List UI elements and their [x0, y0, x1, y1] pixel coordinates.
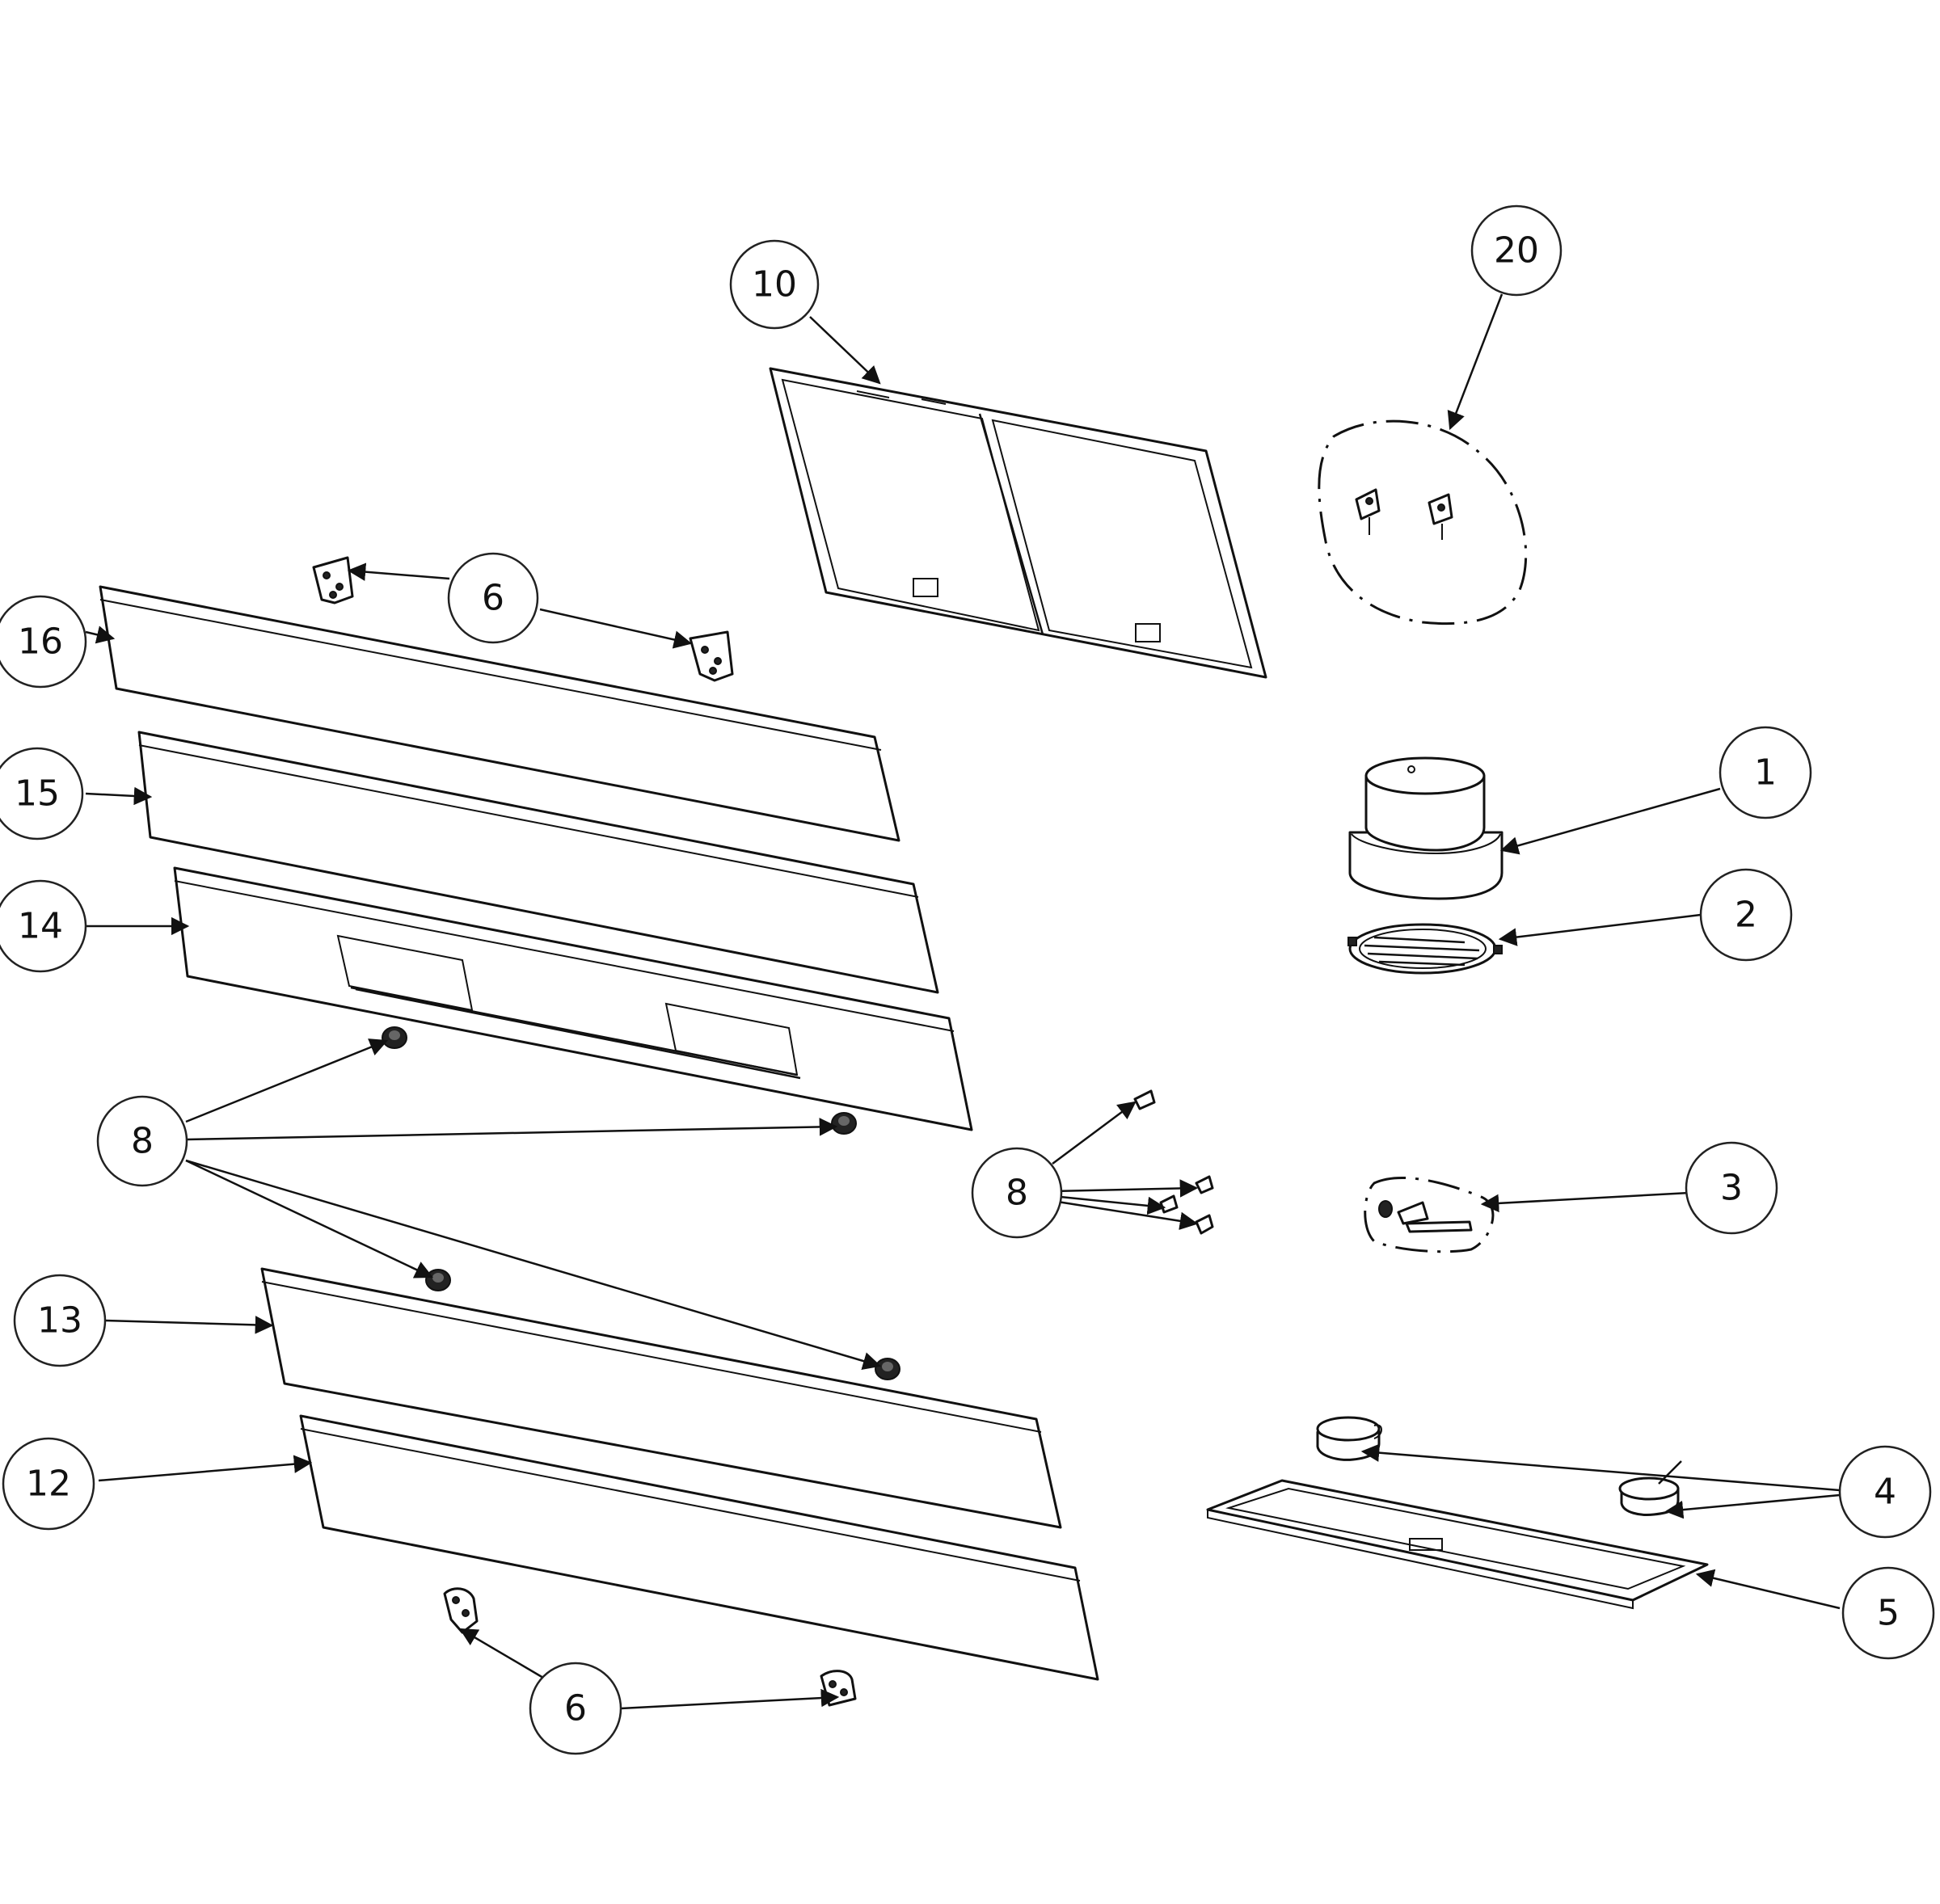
- part-5-light-cover: [1206, 1479, 1709, 1610]
- part-2-grille: [1347, 923, 1503, 975]
- callout-2: 2: [1699, 868, 1793, 962]
- callout-12-label: 12: [26, 1464, 71, 1505]
- callout-15: 15: [0, 747, 84, 840]
- callout-2-label: 2: [1735, 895, 1757, 936]
- callout-8-right: 8: [971, 1147, 1063, 1239]
- callout-20-label: 20: [1494, 230, 1539, 272]
- part-20-bracket-group: [1318, 419, 1528, 626]
- callout-8-left: 8: [96, 1095, 188, 1187]
- callout-10-label: 10: [752, 264, 797, 305]
- callout-16: 16: [0, 595, 87, 689]
- callout-20: 20: [1470, 204, 1563, 297]
- callout-6-upper-label: 6: [482, 578, 504, 619]
- part-6-hinge-lower-left: [443, 1587, 479, 1634]
- part-8-knob-3: [425, 1269, 451, 1291]
- callout-10: 10: [729, 239, 820, 330]
- part-4-lamp-right: [1618, 1460, 1682, 1516]
- callout-8-left-label: 8: [131, 1121, 154, 1162]
- callout-6-lower-label: 6: [564, 1688, 587, 1729]
- callout-5-label: 5: [1877, 1593, 1900, 1634]
- callout-14-label: 14: [18, 906, 63, 947]
- callout-12: 12: [2, 1437, 95, 1531]
- part-6-hinge-lower-right: [820, 1670, 857, 1707]
- callout-5: 5: [1841, 1566, 1935, 1660]
- part-6-hinge-upper-right: [689, 630, 734, 682]
- part-16-panel: [99, 585, 900, 842]
- part-3-switch-group: [1364, 1176, 1495, 1253]
- callout-3-label: 3: [1720, 1168, 1743, 1209]
- part-8-knob-1: [382, 1026, 407, 1049]
- bracket-right: [1428, 493, 1453, 540]
- callout-1-label: 1: [1754, 752, 1777, 794]
- part-1-duct-collar: [1348, 756, 1504, 900]
- callout-1: 1: [1719, 726, 1812, 819]
- callout-6-upper: 6: [447, 552, 539, 644]
- callout-15-label: 15: [15, 773, 60, 815]
- part-8-knob-4: [875, 1358, 900, 1380]
- part-4-lamp-left: [1316, 1416, 1382, 1461]
- part-10-filter-frame: [769, 367, 1267, 679]
- callout-6-lower: 6: [529, 1662, 622, 1755]
- callout-13-label: 13: [37, 1300, 82, 1342]
- part-12-panel: [299, 1414, 1099, 1681]
- part-14-control-panel: [173, 866, 973, 1131]
- callout-8-right-label: 8: [1006, 1173, 1028, 1214]
- leader-lines: [85, 293, 1841, 1710]
- callout-13: 13: [13, 1274, 107, 1367]
- part-6-hinge-upper-left: [312, 556, 354, 604]
- part-8-knob-2: [831, 1112, 857, 1135]
- callout-3: 3: [1685, 1141, 1778, 1235]
- callout-16-label: 16: [18, 621, 63, 663]
- part-8-screws: [1133, 1089, 1214, 1235]
- bracket-left: [1355, 488, 1381, 535]
- callout-4: 4: [1838, 1445, 1932, 1539]
- callout-14: 14: [0, 879, 87, 973]
- part-13-panel: [260, 1267, 1062, 1529]
- callout-4-label: 4: [1874, 1472, 1896, 1513]
